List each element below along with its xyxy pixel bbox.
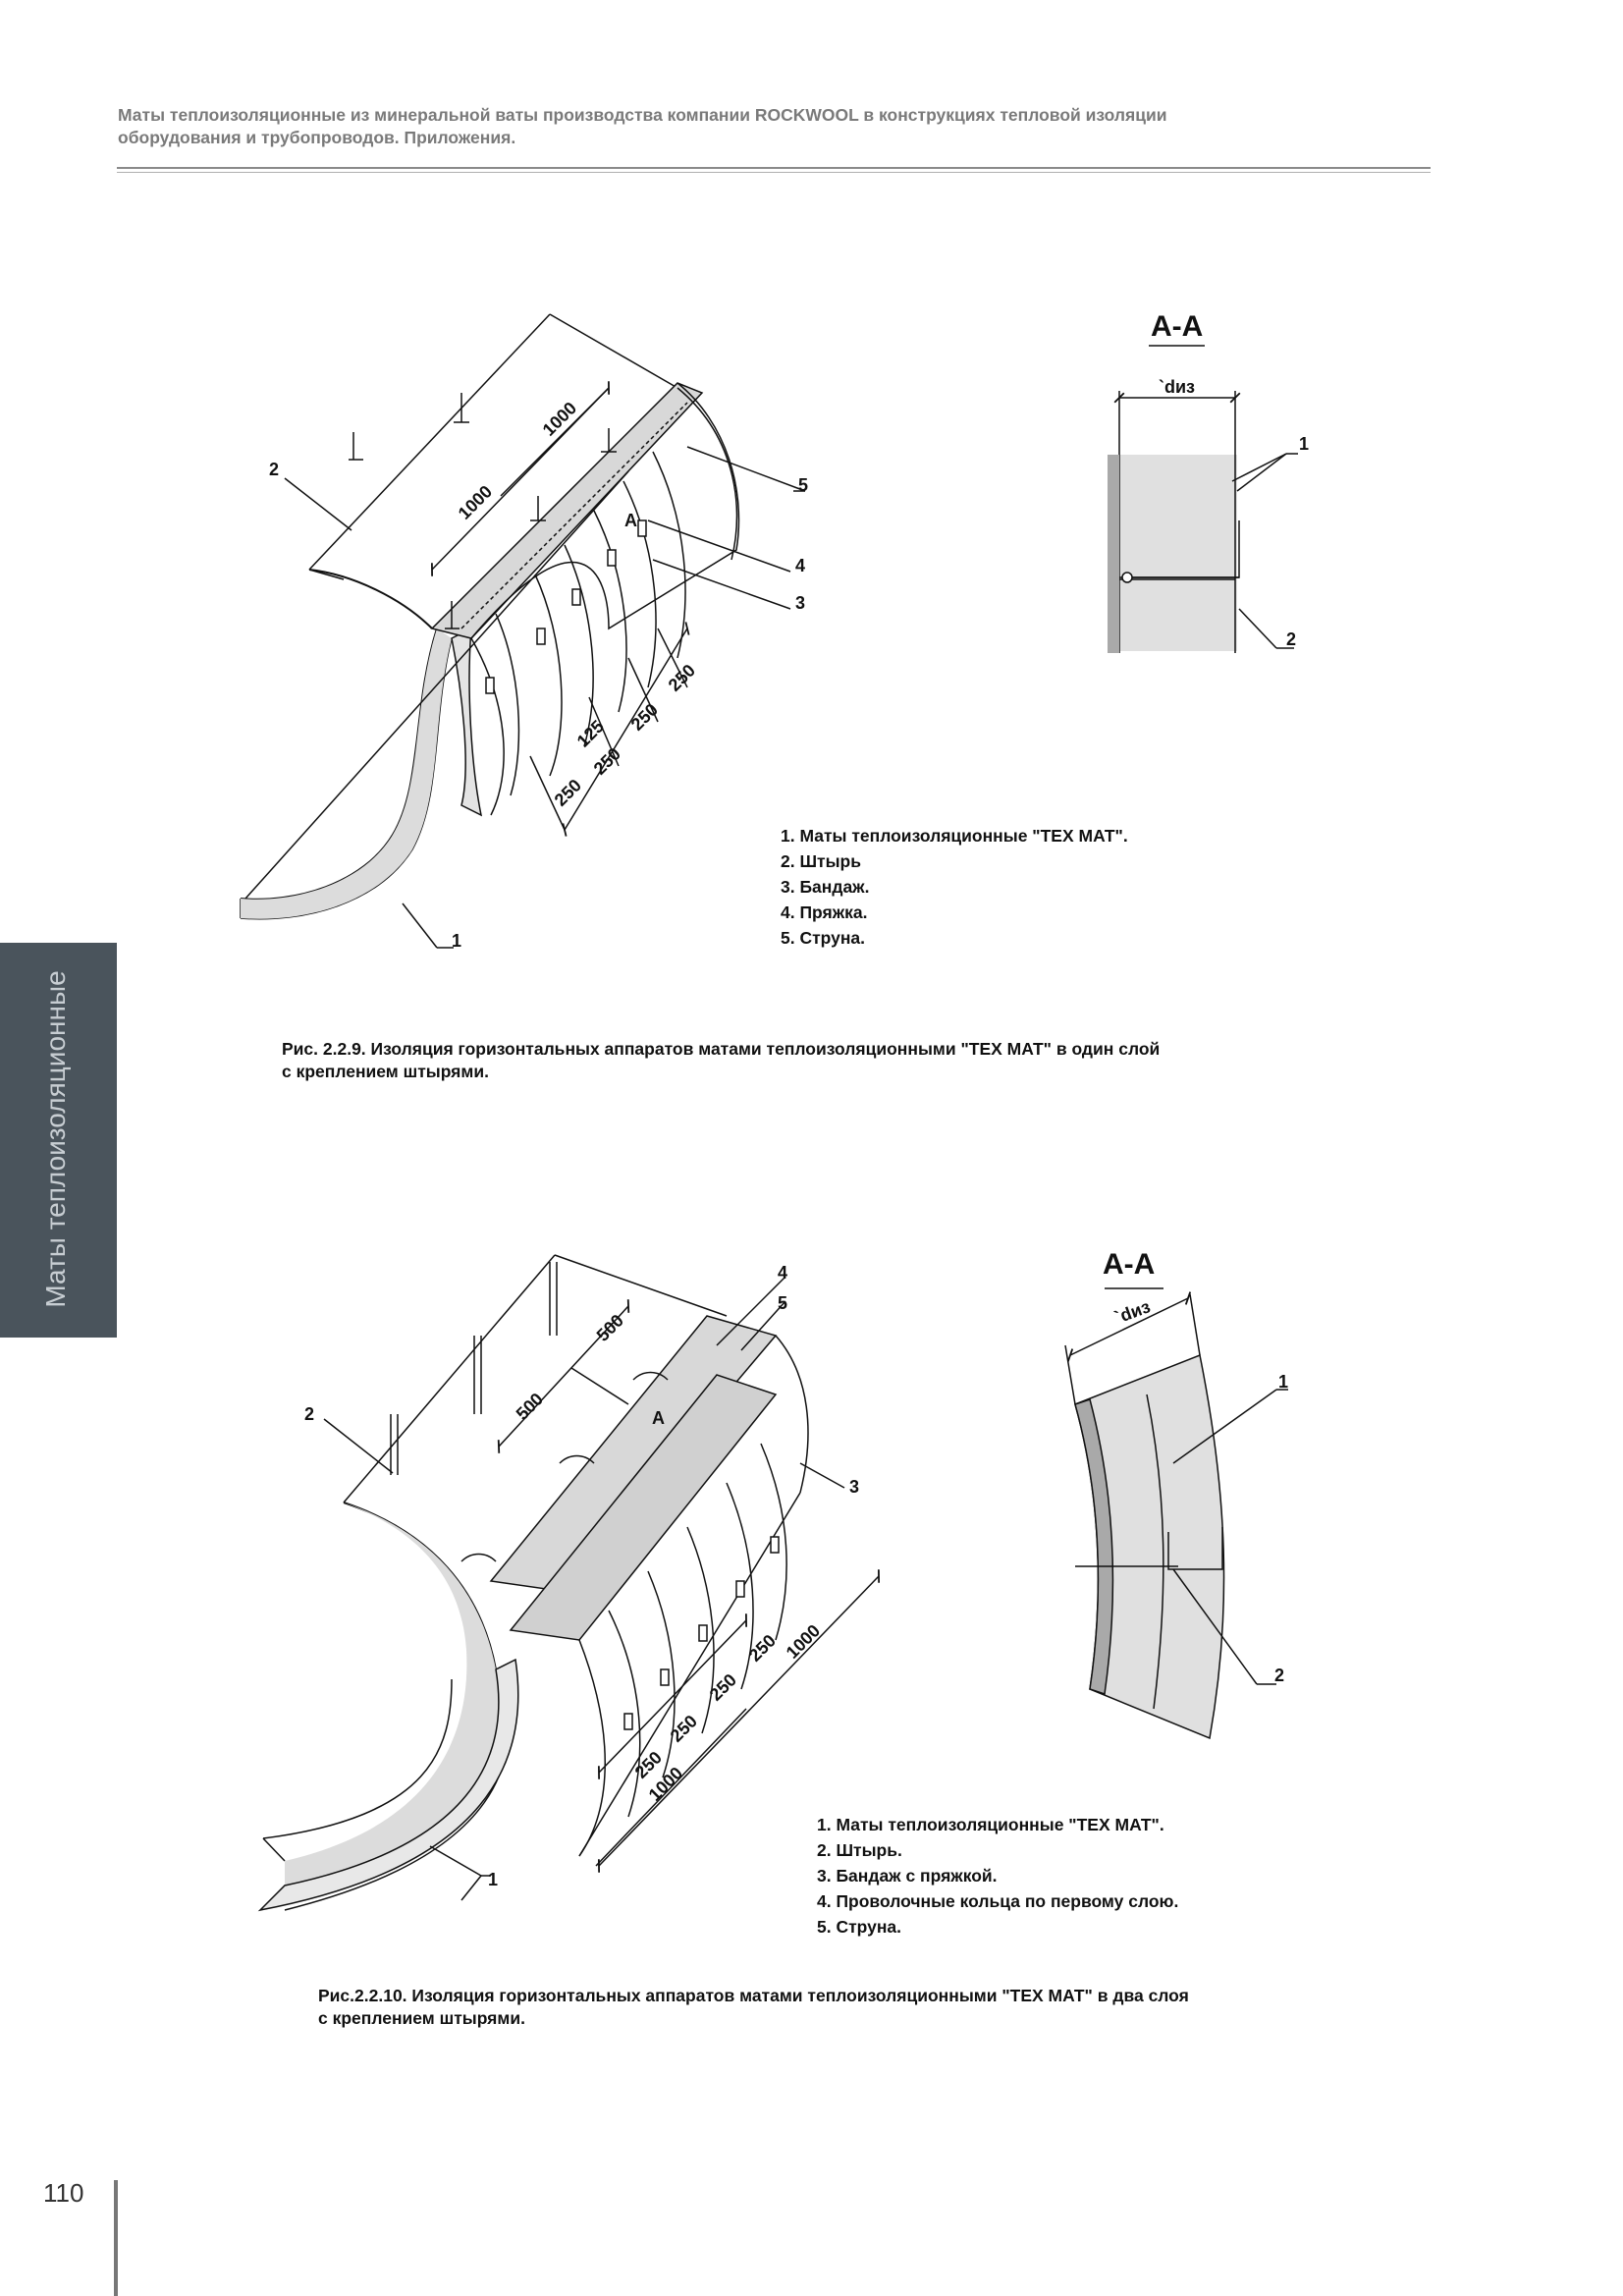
fig1-legend: 1. Маты теплоизоляционные "ТЕХ МАТ". 2. … <box>781 823 1128 951</box>
page-number-bar <box>114 2180 118 2296</box>
fig1-legend-item: 3. Бандаж. <box>781 877 870 897</box>
fig1-dim-250-b: 250 <box>590 743 624 778</box>
fig1-dim-250-d: 250 <box>665 660 699 694</box>
fig1-dim-125: 125 <box>573 716 608 750</box>
fig2-callout-5: 5 <box>778 1293 787 1313</box>
fig1-caption-line-2: с креплением штырями. <box>282 1062 489 1081</box>
fig1-dim-1000-b: 1000 <box>455 481 496 522</box>
fig2-legend-item: 3. Бандаж с пряжкой. <box>817 1866 998 1886</box>
page-number: 110 <box>43 2178 84 2208</box>
fig1-section-mark: A <box>624 511 637 530</box>
fig1-caption: Рис. 2.2.9. Изоляция горизонтальных аппа… <box>282 1038 1224 1083</box>
fig1-callout-1: 1 <box>452 931 461 951</box>
fig1-legend-item: 2. Штырь <box>781 851 862 871</box>
fig1-section-callout-1: 1 <box>1299 434 1309 454</box>
header-rule <box>117 167 1431 169</box>
fig1-section-dim: `dиз <box>1159 377 1195 397</box>
fig2-section-mark: A <box>652 1408 665 1428</box>
fig2-section-dim: `dиз <box>1112 1296 1154 1327</box>
fig2-legend-item: 4. Проволочные кольца по первому слою. <box>817 1891 1179 1911</box>
fig2-callout-4: 4 <box>778 1263 787 1283</box>
document-header: Маты теплоизоляционные из минеральной ва… <box>118 104 1434 149</box>
fig2-dim-1000-a: 1000 <box>783 1620 824 1662</box>
fig2-legend-item: 2. Штырь. <box>817 1840 902 1860</box>
fig1-dim-250-c: 250 <box>627 699 662 734</box>
fig2-dim-500-b: 500 <box>513 1389 547 1423</box>
fig2-section-callout-2: 2 <box>1274 1666 1284 1685</box>
figure-2-2-10-drawing <box>257 1254 1288 1912</box>
fig1-section-title: A-A <box>1151 310 1203 343</box>
fig2-dim-250-d: 250 <box>745 1630 780 1665</box>
fig2-callout-1: 1 <box>488 1870 498 1889</box>
fig2-legend-item: 1. Маты теплоизоляционные "ТЕХ МАТ". <box>817 1815 1164 1834</box>
fig2-callout-3: 3 <box>849 1477 859 1497</box>
fig2-callout-2: 2 <box>304 1404 314 1424</box>
fig2-caption: Рис.2.2.10. Изоляция горизонтальных аппа… <box>318 1985 1261 2030</box>
fig2-legend: 1. Маты теплоизоляционные "ТЕХ МАТ". 2. … <box>817 1812 1178 1940</box>
fig1-legend-item: 1. Маты теплоизоляционные "ТЕХ МАТ". <box>781 826 1128 846</box>
fig2-caption-line-2: с креплением штырями. <box>318 2008 525 2028</box>
fig1-callout-5: 5 <box>798 475 808 495</box>
fig1-callout-4: 4 <box>795 556 805 575</box>
fig2-legend-item: 5. Струна. <box>817 1917 902 1937</box>
header-line-2: оборудования и трубопроводов. Приложения… <box>118 128 516 147</box>
fig1-legend-item: 5. Струна. <box>781 928 866 948</box>
header-rule-thin <box>117 172 1431 173</box>
fig1-callout-2: 2 <box>269 460 279 479</box>
fig2-section-title: A-A <box>1103 1248 1155 1281</box>
fig1-section-callout-2: 2 <box>1286 629 1296 649</box>
fig1-callout-3: 3 <box>795 593 805 613</box>
fig1-caption-line-1: Рис. 2.2.9. Изоляция горизонтальных аппа… <box>282 1039 1161 1059</box>
fig1-dim-1000-a: 1000 <box>539 398 580 439</box>
fig2-caption-line-1: Рис.2.2.10. Изоляция горизонтальных аппа… <box>318 1986 1189 2005</box>
side-section-tab <box>0 943 117 1338</box>
figure-2-2-9-drawing <box>240 313 1298 949</box>
fig2-section-callout-1: 1 <box>1278 1372 1288 1392</box>
fig1-legend-item: 4. Пряжка. <box>781 902 868 922</box>
header-line-1: Маты теплоизоляционные из минеральной ва… <box>118 105 1167 125</box>
